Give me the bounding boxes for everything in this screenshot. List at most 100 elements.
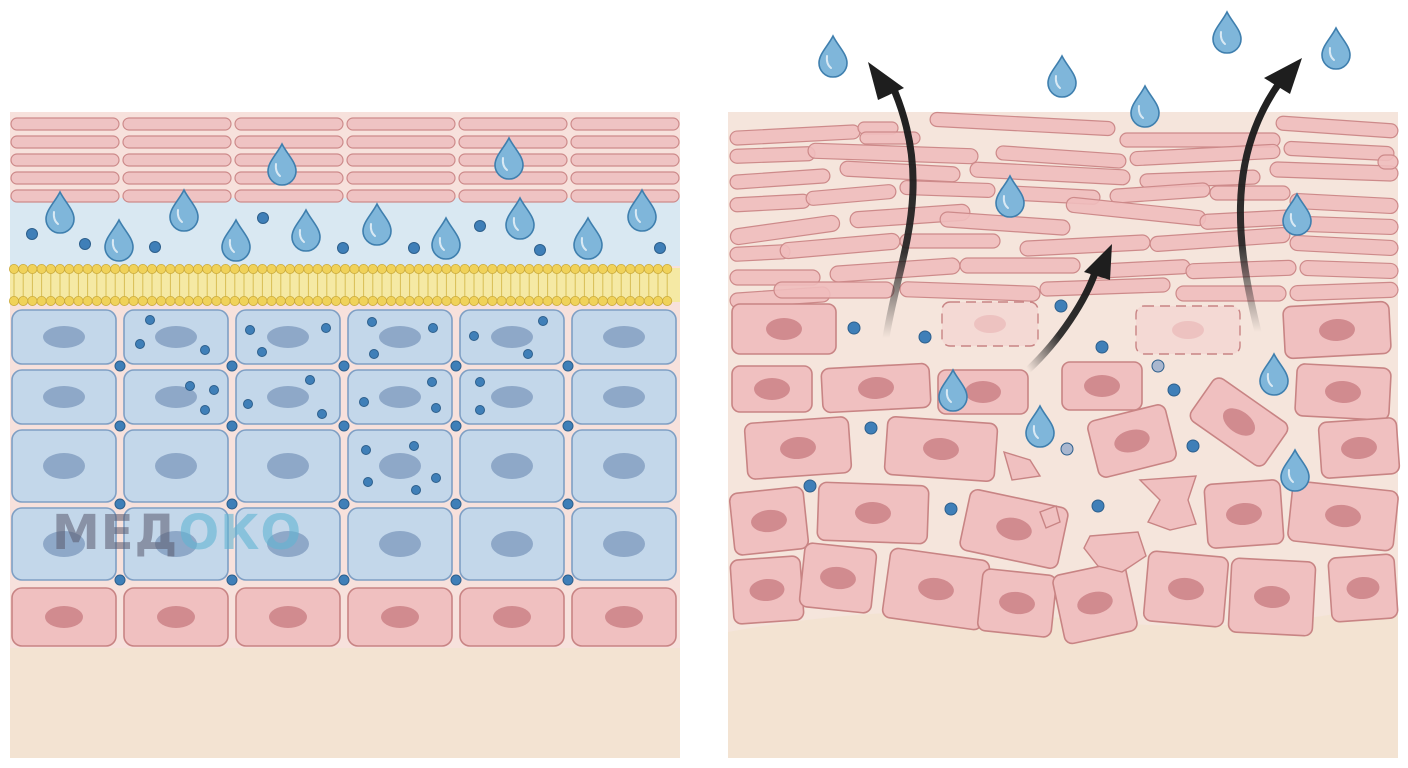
- water-droplet-icon: [221, 218, 251, 262]
- molecule-dot-icon: [944, 502, 958, 516]
- nucleus: [754, 378, 790, 400]
- right-evaporation-arrows: [868, 58, 1302, 374]
- nucleus: [1341, 436, 1377, 460]
- corneocyte: [346, 153, 456, 167]
- nucleus: [1346, 576, 1380, 600]
- water-droplet-icon: [1282, 192, 1312, 236]
- nucleus: [603, 531, 645, 557]
- water-droplet-shape: [938, 368, 968, 412]
- lipid-head: [625, 263, 636, 274]
- nucleus: [267, 326, 309, 348]
- molecule-dot-icon: [1186, 439, 1200, 453]
- cell-fragment: [1138, 475, 1197, 531]
- lipid-head: [340, 295, 351, 306]
- molecule-dot-icon: [538, 316, 548, 326]
- lipid-head: [137, 295, 148, 306]
- lipid-head: [422, 295, 433, 306]
- scaly-corneocyte: [1185, 259, 1297, 280]
- molecule-dot-icon: [359, 397, 369, 407]
- water-droplet-shape: [1280, 448, 1310, 492]
- lipid-head: [220, 263, 231, 274]
- water-droplet-highlight: [1289, 213, 1296, 227]
- damaged-cell: [731, 303, 837, 355]
- lipid-head: [376, 263, 387, 274]
- lipid-head: [18, 295, 29, 306]
- lipid-head: [238, 263, 249, 274]
- lipid-head: [165, 295, 176, 306]
- scaly-corneocyte: [899, 281, 1041, 302]
- molecule-dot-icon: [338, 574, 350, 586]
- nucleus: [1254, 585, 1290, 609]
- lipid-head: [266, 295, 277, 306]
- nucleus: [267, 453, 309, 479]
- lipid-head: [91, 263, 102, 274]
- lipid-head: [73, 295, 84, 306]
- nucleus: [1222, 408, 1256, 436]
- lipid-head: [303, 295, 314, 306]
- nucleus: [751, 509, 787, 533]
- scaly-corneocyte: [839, 160, 961, 183]
- lipid-head: [395, 263, 406, 274]
- lipid-head: [294, 263, 305, 274]
- molecule-dot-icon: [337, 242, 349, 254]
- scaly-corneocyte: [899, 179, 996, 199]
- molecule-dot-icon: [361, 445, 371, 455]
- molecule-dot-icon: [243, 399, 253, 409]
- damaged-cell: [1189, 377, 1289, 467]
- nucleus: [1168, 577, 1204, 601]
- molecule-dot-icon: [114, 420, 126, 432]
- lipid-head: [607, 295, 618, 306]
- nucleus: [1084, 375, 1120, 397]
- water-droplet-icon: [1212, 10, 1242, 54]
- molecule-dot-icon: [450, 574, 462, 586]
- molecule-dot-icon: [427, 377, 437, 387]
- damaged-cell: [1061, 361, 1143, 411]
- healthy-skin-barrier-panel: [8, 112, 680, 758]
- lipid-head: [478, 295, 489, 306]
- lipid-bilayer: [8, 263, 680, 306]
- water-droplet-shape: [494, 136, 524, 180]
- lipid-head: [321, 263, 332, 274]
- damaged-cell: [1052, 561, 1138, 645]
- corneocyte: [10, 153, 120, 167]
- water-droplet-highlight: [1287, 469, 1294, 483]
- water-droplet-shape: [995, 174, 1025, 218]
- water-droplet-icon: [267, 142, 297, 186]
- water-droplet-highlight: [945, 389, 952, 403]
- lipid-head: [653, 263, 664, 274]
- lipid-head: [110, 263, 121, 274]
- lipid-head: [505, 295, 516, 306]
- nucleus: [1077, 591, 1113, 615]
- water-droplet-icon: [431, 216, 461, 260]
- lipid-head: [257, 263, 268, 274]
- lipid-head: [266, 263, 277, 274]
- lipid-head: [515, 295, 526, 306]
- evaporation-arrow-head: [1084, 244, 1112, 280]
- water-droplet-shape: [291, 208, 321, 252]
- scaly-corneocyte: [1299, 215, 1399, 236]
- lipid-head: [367, 295, 378, 306]
- scaly-corneocyte: [1377, 154, 1399, 170]
- water-droplet-icon: [362, 202, 392, 246]
- lipid-head: [478, 263, 489, 274]
- lipid-head: [616, 263, 627, 274]
- damaged-cell: [1294, 363, 1392, 421]
- water-droplet-icon: [1130, 84, 1160, 128]
- lipid-head: [330, 263, 341, 274]
- lipid-head: [156, 263, 167, 274]
- lipid-head: [156, 295, 167, 306]
- left-molecules: [26, 212, 666, 586]
- damaged-cell: [1087, 404, 1177, 478]
- lipid-head: [404, 263, 415, 274]
- damaged-cell: [820, 362, 932, 414]
- corneocyte: [122, 135, 232, 149]
- corneocyte: [570, 135, 680, 149]
- lipid-head: [303, 263, 314, 274]
- lipid-head: [330, 295, 341, 306]
- lipid-head: [27, 295, 38, 306]
- water-droplet-shape: [431, 216, 461, 260]
- lipid-head: [284, 295, 295, 306]
- nucleus: [491, 531, 533, 557]
- scaly-corneocyte: [1209, 185, 1291, 201]
- evaporation-arrow-icon: [1236, 58, 1302, 336]
